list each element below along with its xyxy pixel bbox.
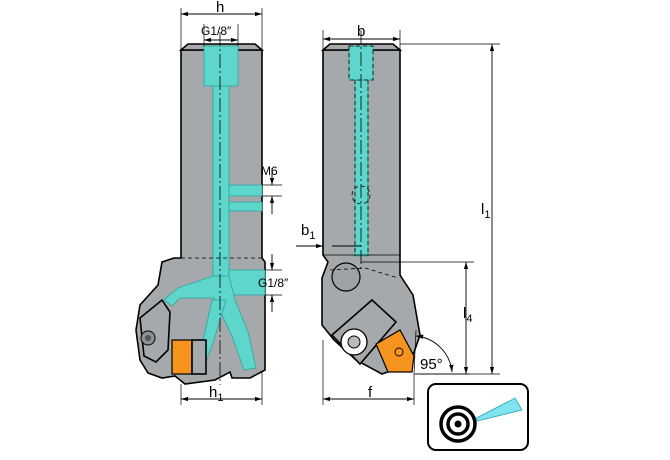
dimension-g-side: G1/8″ (258, 254, 289, 312)
dimension-angle: 95° (413, 329, 470, 375)
dimension-h: h (180, 0, 263, 50)
dimension-f: f (322, 340, 415, 405)
dimension-h1: h1 (180, 372, 263, 405)
internal-coolant-icon (427, 383, 529, 451)
dimension-l4: l4 (361, 261, 474, 374)
dimension-b1-label: b1 (301, 222, 315, 242)
dimension-m6: M6 (261, 164, 282, 214)
dimension-g-top-label: G1/8″ (201, 24, 232, 38)
dimension-b-label: b (357, 23, 365, 40)
dimension-angle-label: 95° (420, 356, 443, 373)
dimension-g-side-label: G1/8″ (258, 276, 289, 290)
side-view-body (321, 49, 421, 375)
dimension-h1-label: h1 (209, 384, 223, 404)
front-view-insert (171, 339, 193, 375)
dimension-l1-label: l1 (481, 201, 490, 221)
side-view (320, 30, 421, 375)
dimension-f-label: f (368, 384, 373, 401)
dimension-h-label: h (216, 0, 224, 16)
dimension-b1: b1 (296, 222, 361, 255)
dimension-b: b (322, 23, 401, 50)
dimension-m6-label: M6 (261, 164, 278, 178)
front-view (135, 32, 266, 385)
dimension-g-top: G1/8″ (201, 24, 239, 46)
front-view-coolant-channels (163, 45, 266, 373)
dimension-l4-label: l4 (463, 305, 472, 325)
